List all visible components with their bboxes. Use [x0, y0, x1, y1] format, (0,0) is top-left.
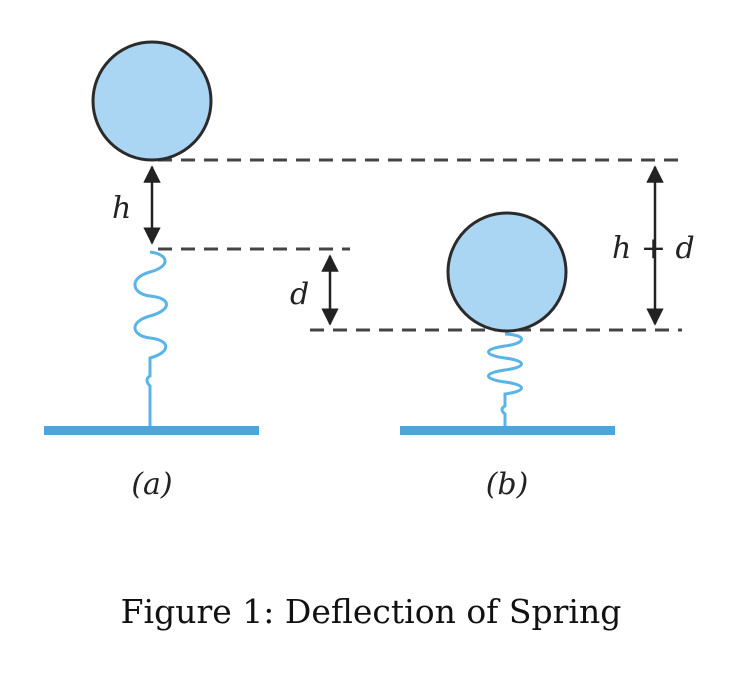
spring-icon — [487, 332, 523, 428]
panel-b: (b) — [400, 211, 615, 502]
d-label: d — [290, 277, 309, 312]
panel-b-label: (b) — [486, 467, 529, 502]
dimension-arrows — [143, 165, 664, 326]
ball-icon — [91, 40, 213, 162]
spring-deflection-diagram: h d h + d (a) (b) — [44, 40, 695, 502]
h-label: h — [112, 191, 131, 226]
panel-a: (a) — [44, 40, 259, 502]
h-plus-d-label: h + d — [612, 231, 695, 266]
panel-a-label: (a) — [131, 467, 172, 502]
spring-icon — [133, 250, 168, 428]
ball-icon — [446, 211, 568, 333]
ground-plate-icon — [44, 426, 259, 435]
figure-caption: Figure 1: Deflection of Spring — [120, 592, 622, 631]
reference-lines — [158, 158, 682, 332]
ground-plate-icon — [400, 426, 615, 435]
